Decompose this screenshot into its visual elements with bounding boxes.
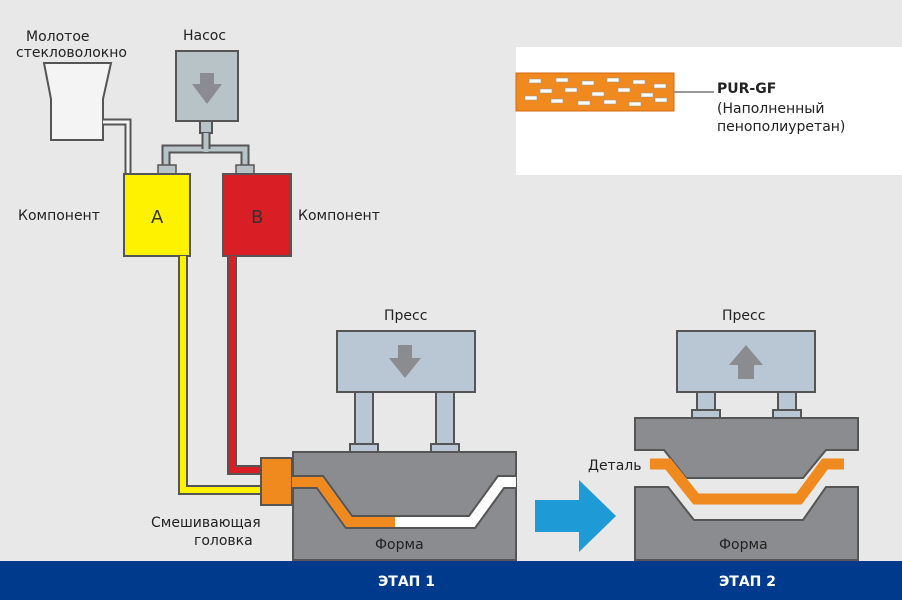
press-2-column-right [777, 391, 797, 411]
line-b-outline [227, 256, 262, 475]
stage-2-label: ЭТАП 2 [719, 574, 776, 590]
glass-fiber-label-line1: Молотое [26, 29, 90, 45]
legend-desc-line2: пенополиуретан) [717, 119, 845, 135]
pump-outlet [199, 120, 213, 134]
hopper-pipe [103, 120, 130, 174]
mold-1-label: Форма [375, 537, 424, 553]
press-1-column-left [354, 391, 374, 445]
line-a-outline [178, 256, 262, 495]
mold-2-lower [634, 486, 859, 561]
mixing-head [260, 457, 293, 506]
tank-b [222, 173, 292, 257]
molded-part [650, 458, 844, 505]
line-a [180, 256, 262, 493]
press-1-down-arrow-icon [389, 345, 421, 378]
glass-fiber-hopper [42, 62, 113, 141]
tank-a [123, 173, 191, 257]
part-label: Деталь [588, 458, 641, 474]
press-1-column-right [435, 391, 455, 445]
legend-title: PUR-GF [717, 81, 776, 97]
mold-2-upper [634, 417, 859, 479]
line-b [229, 256, 262, 473]
legend-swatch [515, 72, 675, 112]
pump-arrow-icon [192, 73, 222, 104]
component-a-label: Компонент [18, 208, 100, 224]
stage-arrow-icon [535, 480, 616, 552]
component-b-label: Компонент [298, 208, 380, 224]
tank-a-label: A [151, 207, 164, 228]
legend-desc-line1: (Наполненный [717, 101, 824, 117]
pump-label: Насос [183, 28, 226, 44]
tank-b-label: B [251, 207, 263, 228]
press-1-label: Пресс [384, 308, 427, 324]
stage-1-label: ЭТАП 1 [378, 574, 435, 590]
glass-fiber-label-line2: стекловолокно [16, 45, 127, 61]
press-2-column-left [696, 391, 716, 411]
mixing-head-label-line1: Смешивающая [151, 515, 261, 531]
mold-2-label: Форма [719, 537, 768, 553]
mold-1-fill [292, 477, 395, 527]
press-2-label: Пресс [722, 308, 765, 324]
stage-bar [0, 561, 902, 600]
hopper-pipe-outline [103, 118, 132, 174]
mixing-head-label-line2: головка [194, 533, 253, 549]
press-2-up-arrow-icon [729, 345, 763, 379]
